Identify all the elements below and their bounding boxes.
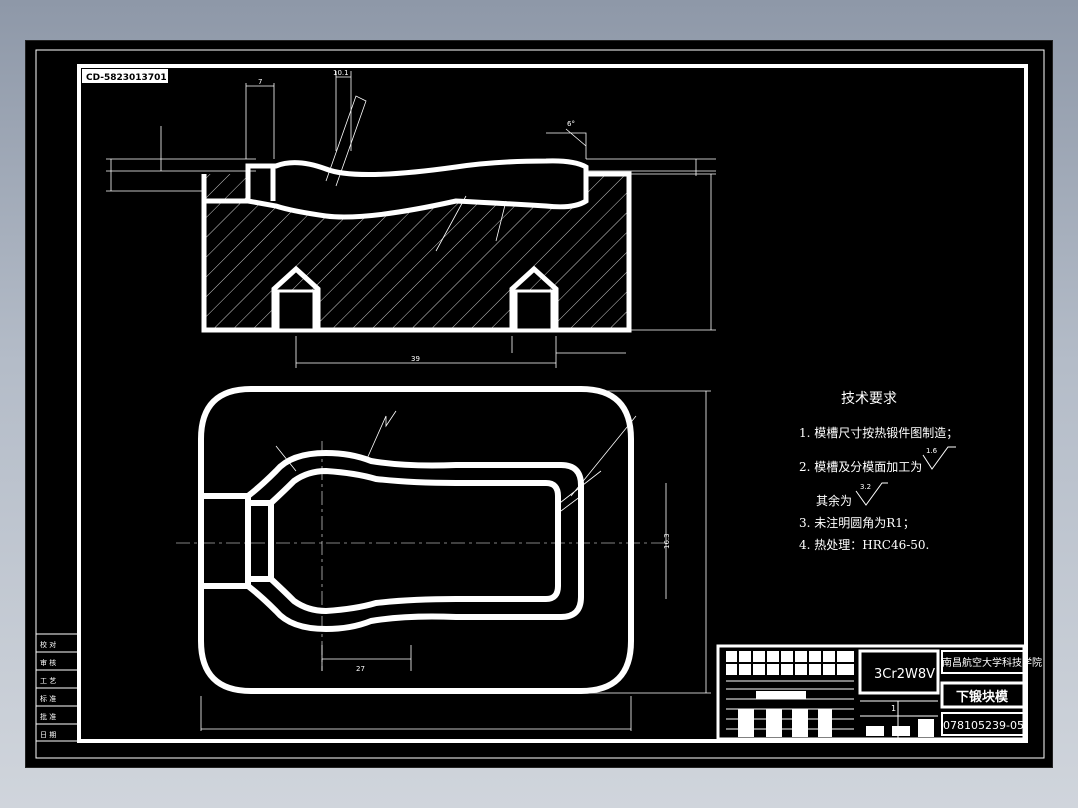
dim-plan-height: 16.3 xyxy=(663,533,671,549)
drawing-number-label: 078105239-05 xyxy=(943,719,1024,732)
tech-item-3: 3. 未注明圆角为R1； xyxy=(799,515,915,530)
left-label-4: 标 准 xyxy=(40,694,56,703)
drawing-code-tag: CD-5823013701 xyxy=(86,73,167,83)
tech-requirements: 技术要求 1. 模槽尺寸按热锻件图制造； 2. 模槽及分模面加工为 其余为 3.… xyxy=(799,391,958,552)
plan-view: 27 16.3 xyxy=(176,386,711,731)
tech-item-4: 4. 热处理：HRC46-50. xyxy=(799,538,929,552)
roughness-symbol-1 xyxy=(922,446,956,470)
roughness-value-2: 3.2 xyxy=(860,483,871,491)
tech-item-2: 2. 模槽及分模面加工为 xyxy=(799,460,922,474)
left-label-2: 审 核 xyxy=(40,658,56,667)
tech-item-2b: 其余为 xyxy=(816,493,852,508)
dim-top: 10.1 xyxy=(333,69,349,77)
left-label-1: 校 对 xyxy=(40,640,56,649)
drawing-canvas: CD-5823013701 7 10.1 6° 39 xyxy=(35,49,1045,759)
dim-angle: 6° xyxy=(567,120,575,128)
sheet-outer-border xyxy=(35,49,1045,759)
sheet-frame xyxy=(77,64,1028,743)
title-block: 3Cr2W8V 南昌航空大学科技学院 下锻块模 078105239-05 1 xyxy=(716,644,1042,741)
left-signature-strip: 校 对 审 核 工 艺 标 准 批 准 日 期 xyxy=(35,633,80,742)
left-label-5: 批 准 xyxy=(40,712,56,721)
roughness-symbol-2 xyxy=(855,482,888,506)
part-name-label: 下锻块模 xyxy=(956,689,1009,705)
institution-label: 南昌航空大学科技学院 xyxy=(942,656,1042,669)
tech-item-1: 1. 模槽尺寸按热锻件图制造； xyxy=(799,426,958,440)
left-label-6: 日 期 xyxy=(40,731,56,739)
section-view: 7 10.1 6° 39 xyxy=(106,69,716,368)
roughness-value-1: 1.6 xyxy=(926,447,938,455)
dim-plan-width: 27 xyxy=(356,665,365,673)
dim-section-length: 39 xyxy=(411,355,420,363)
tech-title: 技术要求 xyxy=(841,391,897,407)
left-label-3: 工 艺 xyxy=(40,677,56,685)
sheet-number: 1 xyxy=(891,704,896,713)
drawing-code-box xyxy=(82,69,168,83)
cad-viewport[interactable]: CD-5823013701 7 10.1 6° 39 xyxy=(25,40,1053,768)
material-label: 3Cr2W8V xyxy=(874,667,935,682)
dim-left: 7 xyxy=(258,78,262,86)
